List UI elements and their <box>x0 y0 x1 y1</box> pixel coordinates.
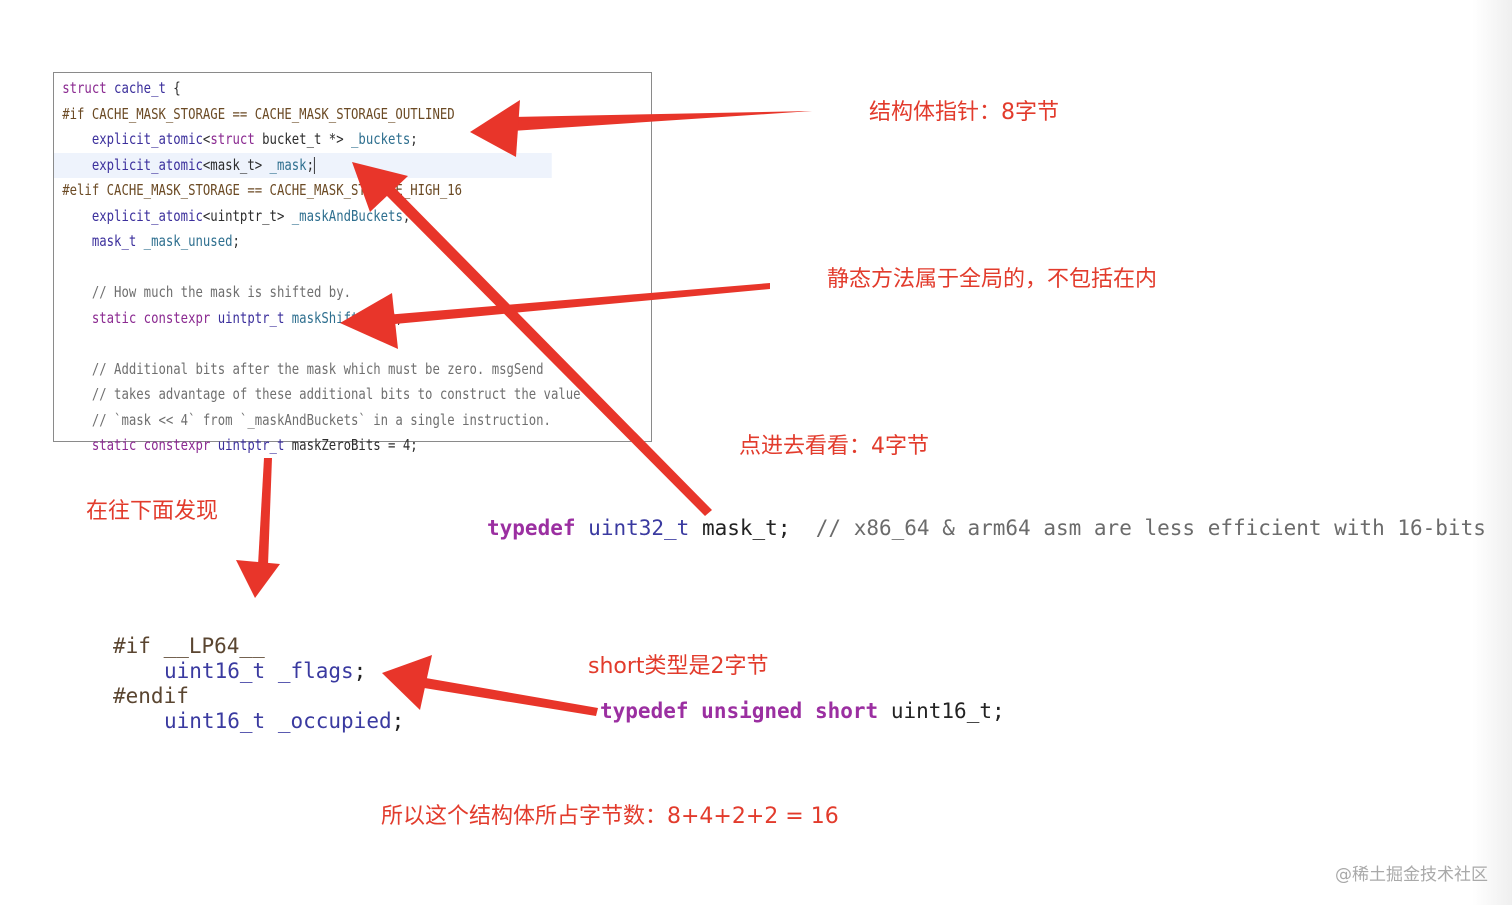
code-token: struct <box>62 79 107 97</box>
arrow-to-flags <box>382 655 598 716</box>
code-token: // `mask << 4` from `_maskAndBuckets` in… <box>91 410 551 429</box>
code-line: explicit_atomic<mask_t> _mask; <box>54 152 552 178</box>
code-token <box>62 207 92 225</box>
right-edge-shade <box>1472 0 1512 905</box>
if-lp64-line: #if __LP64__ <box>113 634 265 658</box>
code-panel: struct cache_t { #if CACHE_MASK_STORAGE =… <box>53 72 652 454</box>
annotation-struct-pointer: 结构体指针：8字节 <box>869 100 1059 125</box>
code-token: <uintptr_t> <box>202 206 292 225</box>
flags-field: _flags <box>277 659 354 683</box>
code-line: explicit_atomic<struct bucket_t *> _buck… <box>54 127 552 152</box>
code-token: maskZeroBits = 4; <box>284 436 418 454</box>
code-token: < <box>202 130 211 148</box>
code-line: #elif CACHE_MASK_STORAGE == CACHE_MASK_S… <box>54 178 552 203</box>
code-token: static constexpr <box>91 436 211 454</box>
code-token <box>62 283 92 301</box>
code-token: struct <box>210 130 255 148</box>
code-token: _mask <box>269 155 307 174</box>
code-token: // Additional bits after the mask which … <box>91 359 544 378</box>
code-token: bucket_t *> <box>254 130 352 148</box>
code-line: // How much the mask is shifted by. <box>54 280 552 305</box>
code-token <box>62 156 92 174</box>
code-line: // `mask << 4` from `_maskAndBuckets` in… <box>54 408 552 433</box>
code-token <box>62 360 92 378</box>
mask-comment: // x86_64 & arm64 asm are less efficient… <box>790 516 1486 540</box>
code-line: struct cache_t { <box>54 76 552 101</box>
code-token <box>62 411 92 429</box>
arrow-down <box>236 458 280 598</box>
uint32-type: uint32_t <box>588 516 690 540</box>
occupied-field: _occupied <box>277 709 392 733</box>
annotation-short-type: short类型是2字节 <box>588 654 769 679</box>
watermark: @稀土掘金技术社区 <box>1335 865 1488 885</box>
code-token: explicit_atomic <box>91 130 203 148</box>
short-keyword: short <box>814 699 879 723</box>
text-caret <box>313 156 315 174</box>
code-line <box>54 255 552 280</box>
occupied-type: uint16_t <box>164 709 266 733</box>
code-line: // takes advantage of these additional b… <box>54 382 581 407</box>
code-line <box>54 331 552 356</box>
flags-semicolon: ; <box>353 659 367 683</box>
code-token: static constexpr <box>91 308 211 327</box>
code-token <box>210 309 217 327</box>
annotation-look-inside: 点进去看看：4字节 <box>739 434 929 459</box>
code-token: explicit_atomic <box>91 206 203 225</box>
code-token: cache_t <box>114 79 166 97</box>
endif-line: #endif <box>113 684 189 708</box>
code-token: ; <box>402 206 411 225</box>
annotation-total: 所以这个结构体所占字节数：8+4+2+2 = 16 <box>381 804 839 829</box>
occupied-line: uint16_t _occupied; <box>164 711 404 732</box>
code-token: _mask_unused <box>143 232 233 250</box>
code-line: static constexpr uintptr_t maskShift = 4… <box>54 306 552 331</box>
code-token <box>62 130 92 148</box>
code-token <box>62 385 92 403</box>
typedef-mask-line: typedef uint32_t mask_t; // x86_64 & arm… <box>487 518 1486 539</box>
code-token: _maskAndBuckets <box>291 206 403 225</box>
typedef-keyword-2: typedef <box>600 699 689 723</box>
uint16-type-name: uint16_t; <box>878 699 1005 723</box>
code-line: // Additional bits after the mask which … <box>54 357 552 382</box>
code-token: // How much the mask is shifted by. <box>91 283 352 301</box>
code-token: uintptr_t <box>217 308 285 327</box>
code-token: mask_t <box>91 232 137 250</box>
code-token: = 48; <box>358 308 403 327</box>
occupied-semicolon: ; <box>391 709 405 733</box>
code-line: static constexpr uintptr_t maskZeroBits … <box>54 433 552 458</box>
code-token: maskShift <box>291 308 359 327</box>
code-token: // takes advantage of these additional b… <box>91 385 581 403</box>
flags-line: uint16_t _flags; <box>164 661 366 682</box>
code-token: <mask_t> <box>202 155 270 174</box>
code-token: #elif CACHE_MASK_STORAGE == CACHE_MASK_S… <box>62 181 463 199</box>
code-token <box>62 436 92 454</box>
code-token <box>62 309 92 327</box>
code-token: _buckets <box>351 130 411 148</box>
typedef-keyword: typedef <box>487 516 576 540</box>
unsigned-keyword: unsigned <box>701 699 803 723</box>
code-token: uintptr_t <box>217 436 285 454</box>
annotation-static-method: 静态方法属于全局的，不包括在内 <box>827 267 1158 292</box>
mask-type-name: mask_t; <box>689 516 791 540</box>
code-token: ; <box>232 232 240 250</box>
code-token <box>284 309 291 327</box>
code-token: ; <box>306 155 314 174</box>
code-token: explicit_atomic <box>91 155 203 174</box>
code-token: ; <box>410 130 418 148</box>
code-token: #if CACHE_MASK_STORAGE == CACHE_MASK_STO… <box>62 104 455 123</box>
typedef-short-line: typedef unsigned short uint16_t; <box>600 701 1005 722</box>
code-token <box>62 232 92 250</box>
annotation-look-below: 在往下面发现 <box>86 499 219 524</box>
code-line: #if CACHE_MASK_STORAGE == CACHE_MASK_STO… <box>54 102 552 127</box>
code-token: { <box>165 79 181 97</box>
flags-type: uint16_t <box>164 659 266 683</box>
code-line: explicit_atomic<uintptr_t> _maskAndBucke… <box>54 204 552 229</box>
code-token <box>210 436 217 454</box>
code-line: mask_t _mask_unused; <box>54 229 552 254</box>
